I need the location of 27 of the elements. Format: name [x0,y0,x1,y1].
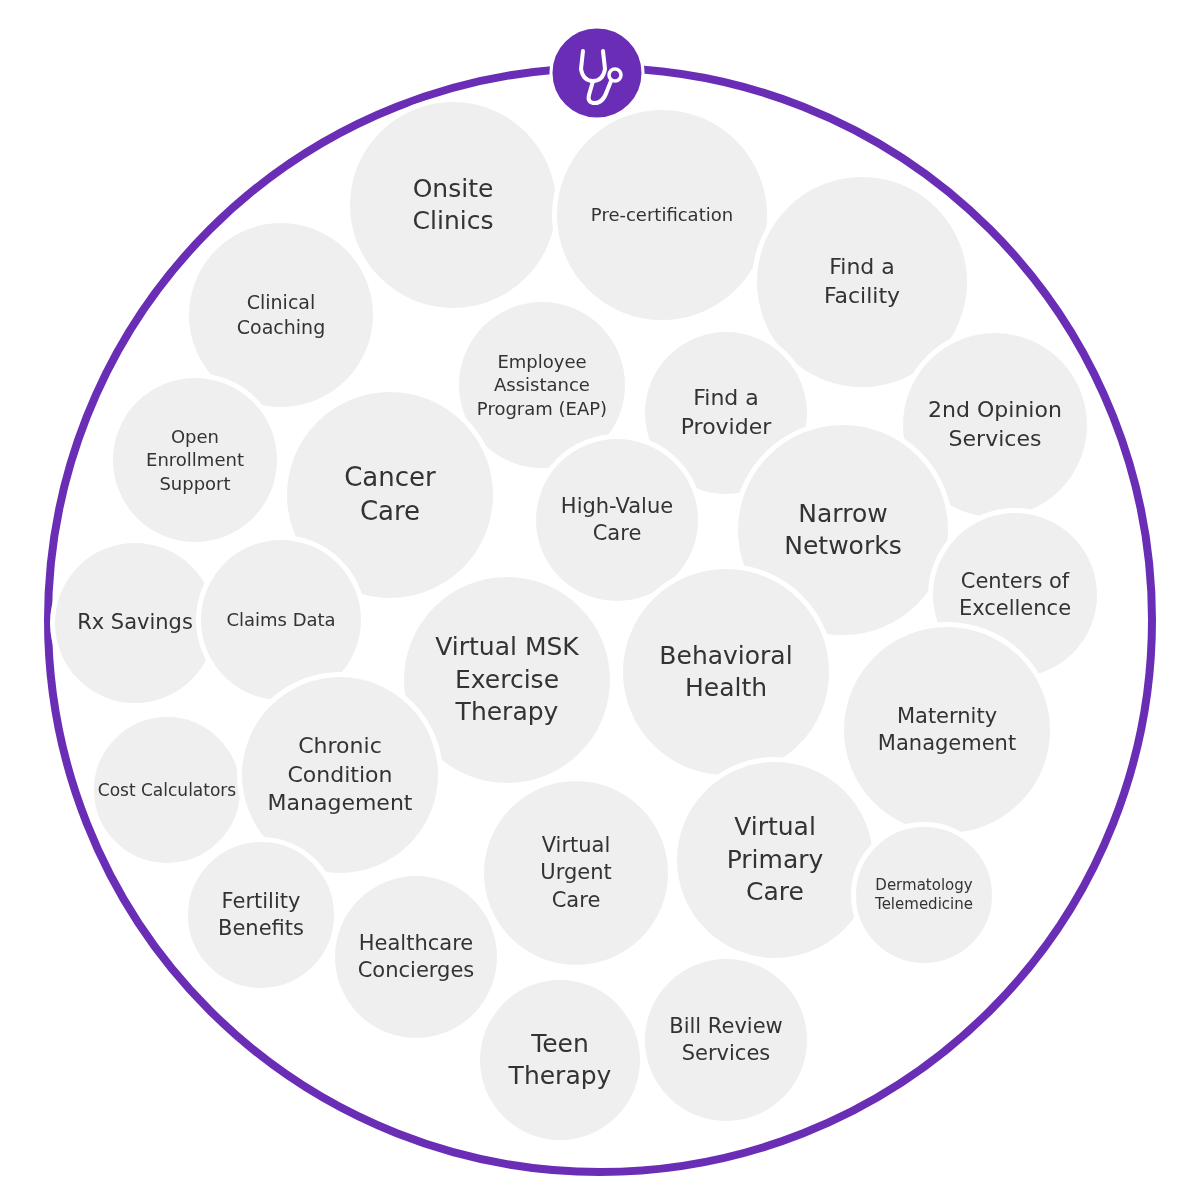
service-label: 2nd Opinion Services [927,396,1063,453]
service-label: Open Enrollment Support [145,424,245,496]
service-label: Chronic Condition Management [266,732,414,818]
service-label: Behavioral Health [658,639,794,704]
service-label: Onsite Clinics [411,172,495,237]
service-label: Teen Therapy [507,1027,613,1092]
service-label: Find a Provider [679,384,773,441]
service-label: Claims Data [226,608,336,632]
service-label: Dermatology Telemedicine [874,875,974,915]
service-label: Fertility Benefits [217,887,305,942]
service-label: High-Value Care [559,492,675,547]
outer-ring [44,64,1156,1176]
service-label: Virtual Urgent Care [539,832,613,914]
service-label: Centers of Excellence [957,567,1073,622]
service-label: Maternity Management [876,702,1018,757]
service-label: Cost Calculators [97,778,237,802]
service-label: Clinical Coaching [235,290,327,340]
service-label: Bill Review Services [668,1012,784,1067]
service-label: Cancer Care [343,461,437,528]
service-label: Pre-certification [590,203,734,227]
service-label: Find a Facility [822,253,902,310]
service-label: Narrow Networks [783,497,903,562]
service-label: Employee Assistance Program (EAP) [475,349,609,421]
service-label: Virtual MSK Exercise Therapy [434,631,580,729]
service-label: Healthcare Concierges [356,929,476,984]
service-label: Virtual Primary Care [725,811,825,909]
service-label: Rx Savings [77,609,193,637]
